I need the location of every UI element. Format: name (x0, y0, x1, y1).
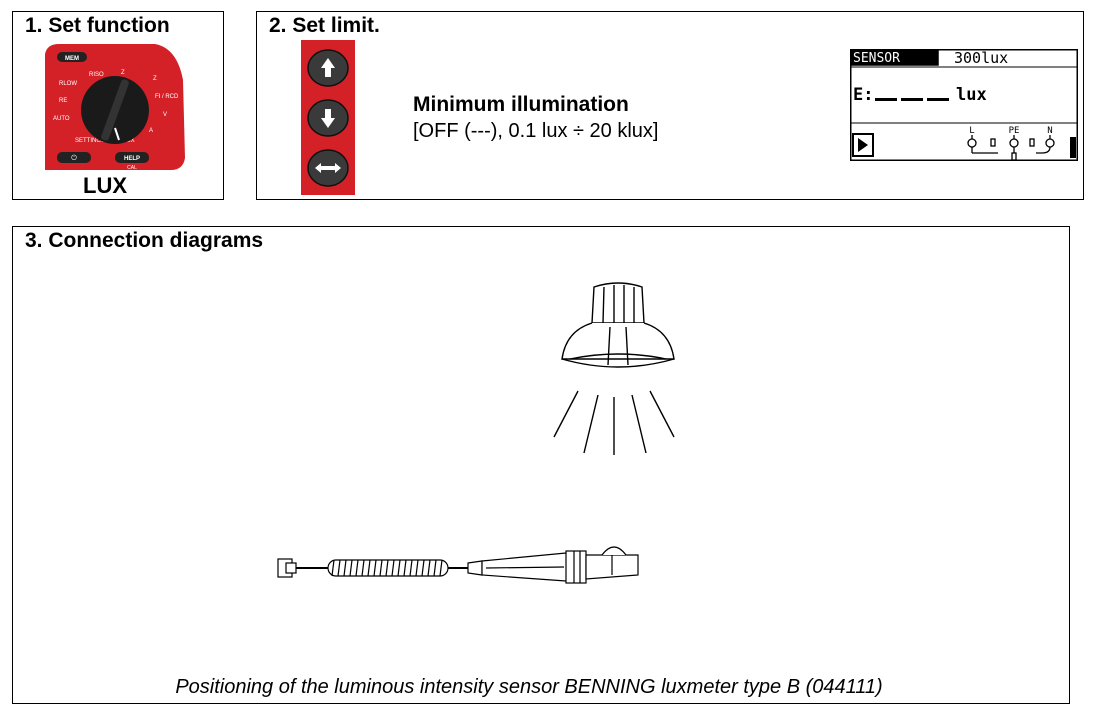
lcd-reading-dash (875, 98, 897, 101)
coiled-cable-icon (327, 559, 449, 577)
cal-label: CAL (127, 165, 137, 171)
a-label: A (149, 128, 153, 134)
lcd-sensor-label: SENSOR (853, 51, 900, 66)
left-right-arrow-key[interactable] (307, 149, 349, 187)
help-button[interactable] (115, 152, 149, 163)
lcd-reading-dash (927, 98, 949, 101)
minimum-illumination-range: [OFF (---), 0.1 lux ÷ 20 klux] (413, 120, 659, 142)
power-icon: ⏻ (71, 154, 77, 162)
v-label: V (163, 112, 167, 118)
down-arrow-icon (321, 109, 335, 128)
lcd-reading-prefix: E: (853, 85, 873, 105)
set-function-title: 1. Set function (25, 14, 170, 37)
up-arrow-icon (321, 58, 335, 77)
luxmeter-sensor-probe-icon (277, 546, 639, 584)
lcd-sensor-header (850, 49, 939, 66)
connection-diagrams-title: 3. Connection diagrams (25, 229, 264, 252)
lcd-limit-value: 300lux (954, 49, 1008, 67)
set-limit-title: 2. Set limit. (269, 14, 380, 37)
play-icon (858, 138, 868, 152)
mem-button[interactable] (57, 52, 87, 62)
zlnl-label: Z (121, 70, 125, 76)
rlow-label: RLOW (59, 81, 77, 87)
lamp-icon (553, 282, 675, 455)
lcd-terminal-l: L (969, 126, 974, 136)
mem-label: MEM (65, 56, 79, 62)
up-arrow-key[interactable] (307, 49, 349, 87)
function-lux-caption: LUX (83, 173, 127, 198)
lcd-reading-dash (901, 98, 923, 101)
light-rays-icon (553, 390, 675, 455)
connection-diagrams-panel: 3. Connection diagrams (12, 226, 1070, 704)
power-button[interactable] (57, 152, 91, 163)
riso-label: RISO (89, 72, 104, 78)
left-right-arrow-icon (315, 163, 341, 173)
fircd-label: FI / RCD (155, 94, 179, 100)
lcd-terminal-pe: PE (1009, 126, 1020, 136)
arrow-keypad-image (301, 40, 355, 195)
lcd-reading-unit: lux (956, 85, 987, 105)
sensor-positioning-caption: Positioning of the luminous intensity se… (175, 676, 883, 698)
down-arrow-key[interactable] (307, 99, 349, 137)
auto-label: AUTO (53, 116, 70, 122)
terminal-status-icon (967, 135, 1055, 161)
zlpe-label: Z (153, 76, 157, 82)
help-label: HELP (124, 156, 140, 162)
lcd-screen: SENSOR 300lux E: lux L PE N (850, 49, 1078, 161)
settings-label: SETTINGS (75, 138, 105, 144)
battery-icon (1070, 137, 1076, 158)
function-dial-image: MEM RLOW RISO Z Z RE AUTO SETTINGS LUX F… (45, 44, 185, 171)
minimum-illumination-title: Minimum illumination (413, 93, 629, 116)
re-label: RE (59, 98, 67, 104)
lcd-terminal-n: N (1047, 126, 1052, 136)
